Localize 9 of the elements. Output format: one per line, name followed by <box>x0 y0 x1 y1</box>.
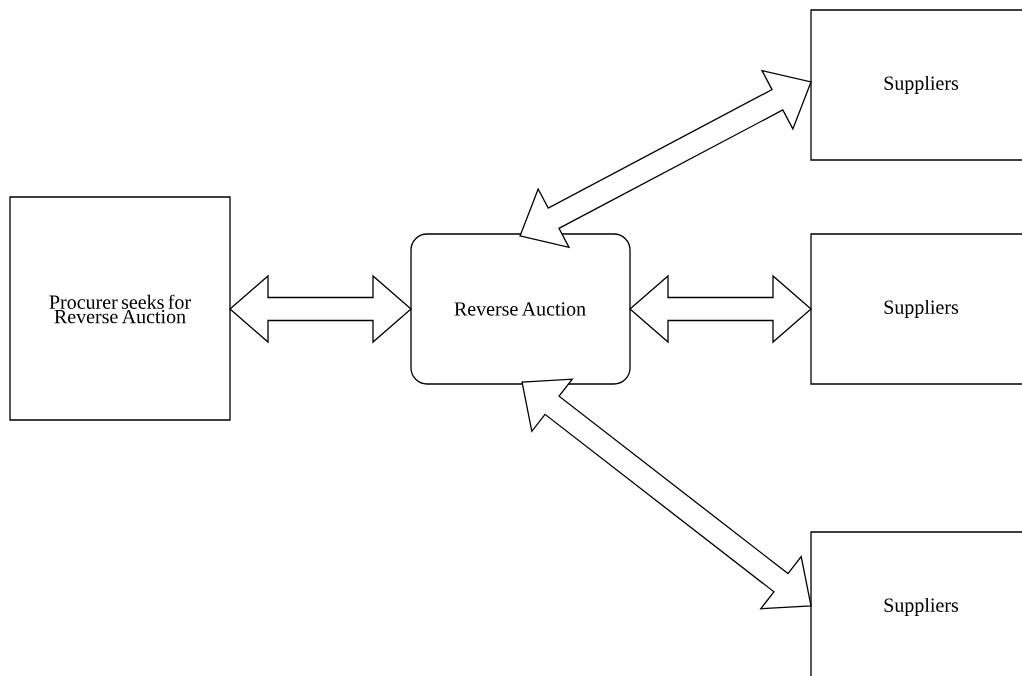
process-box: Suppliers <box>810 9 1022 161</box>
block-arrow <box>519 69 812 249</box>
process-box: Suppliers <box>810 531 1022 676</box>
block-arrow <box>521 378 812 610</box>
process-box: Suppliers <box>810 233 1022 385</box>
block-arrow <box>629 274 812 344</box>
process-box: Procurer seeks for Reverse Auction <box>9 196 231 421</box>
block-arrow <box>229 274 412 344</box>
rounded-process-box: Reverse Auction <box>410 233 631 385</box>
